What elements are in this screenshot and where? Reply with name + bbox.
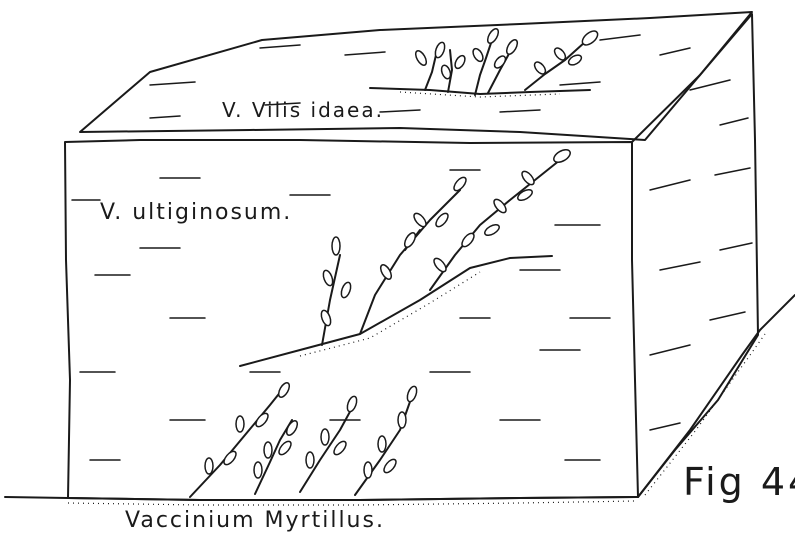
plant-vitis-idaea xyxy=(370,27,600,97)
block-top-face xyxy=(80,12,752,140)
block-right-face xyxy=(632,14,758,497)
label-uliginosum: V. ultiginosum. xyxy=(100,200,292,225)
figure-number: Fig 44 xyxy=(683,460,795,504)
right-face-strata xyxy=(650,80,752,430)
label-myrtillus: Vaccinium Myrtillus. xyxy=(125,508,385,533)
block-front-face xyxy=(65,140,638,500)
plant-uliginosum xyxy=(240,147,572,366)
label-vitis-idaea: V. Vilis idaea. xyxy=(222,98,384,122)
ground-soil-band xyxy=(68,501,635,505)
ground-line xyxy=(5,497,638,500)
plant-myrtillus xyxy=(190,381,418,497)
